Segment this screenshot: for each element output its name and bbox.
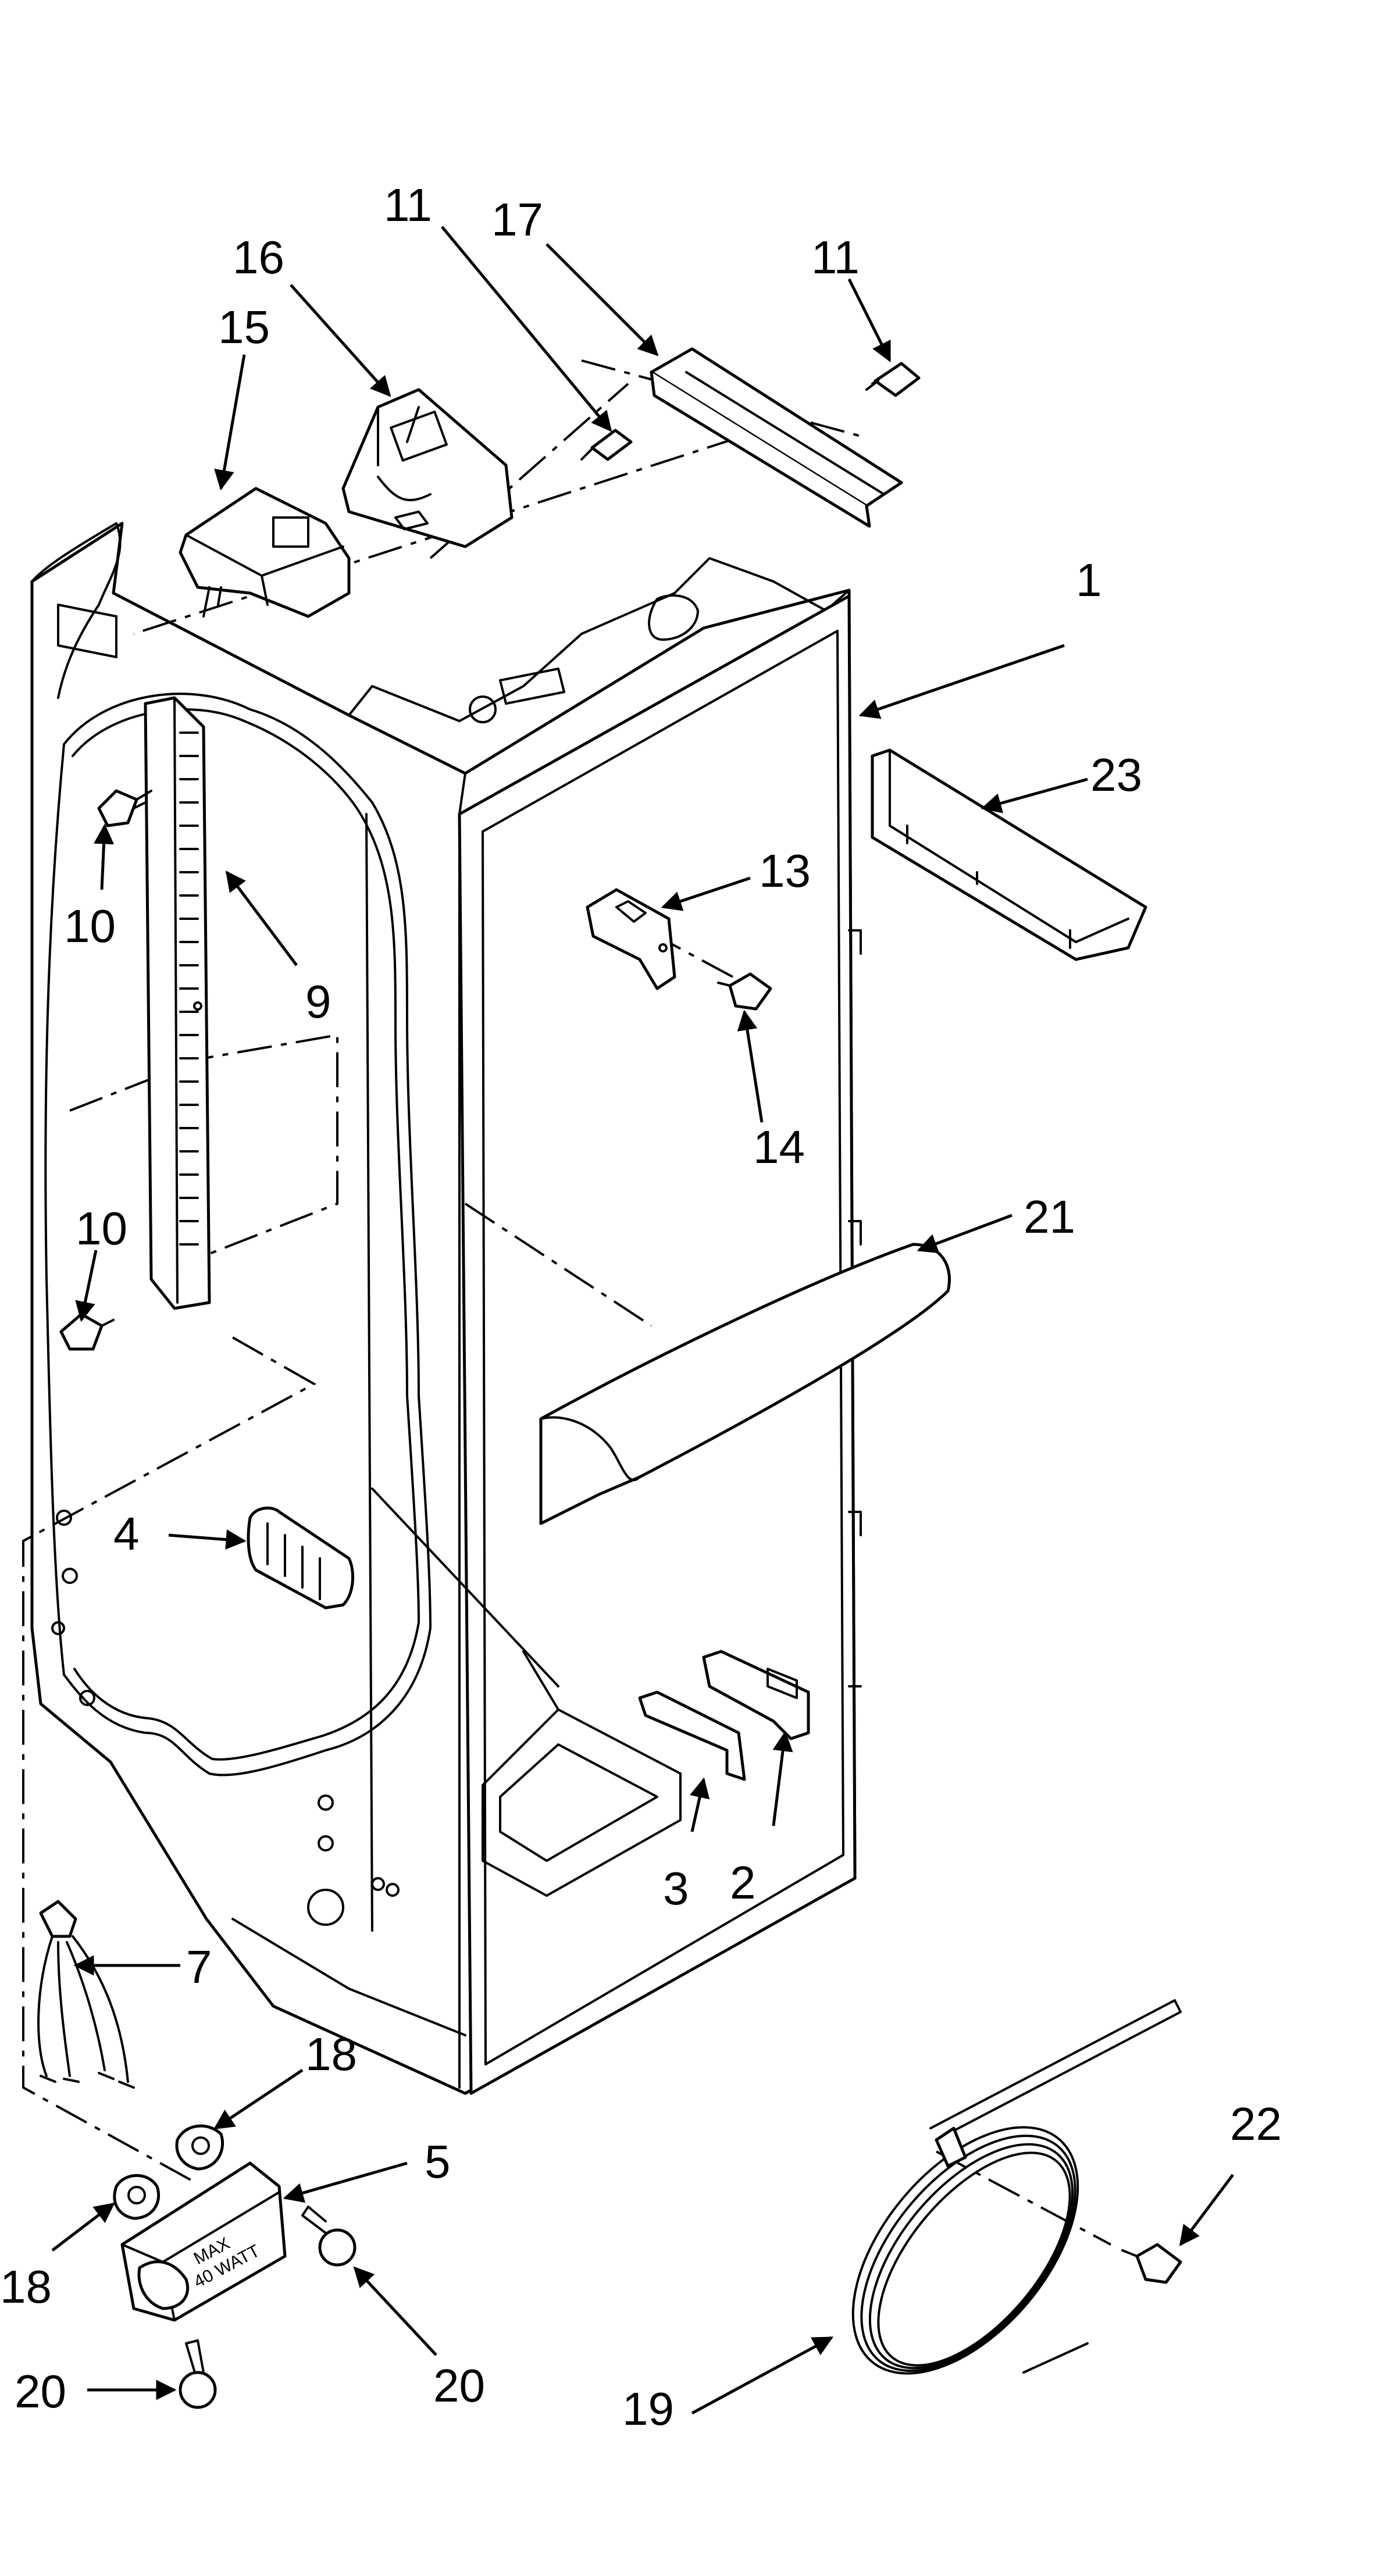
callout-9: 9 xyxy=(305,976,331,1027)
callout-1: 1 xyxy=(1076,554,1102,606)
part-2-bracket xyxy=(702,1650,810,1740)
callout-10-lower: 10 xyxy=(76,1203,127,1254)
callout-4: 4 xyxy=(113,1508,140,1560)
callout-21: 21 xyxy=(1024,1191,1075,1243)
callout-5: 5 xyxy=(425,2136,451,2188)
callout-14: 14 xyxy=(753,1121,805,1173)
screw-11-right xyxy=(865,362,921,397)
screw-22 xyxy=(1121,2243,1182,2284)
part-16-bracket xyxy=(341,388,514,548)
part-4-vent xyxy=(247,1506,355,1610)
screw-10-upper xyxy=(97,789,152,827)
screw-11-left xyxy=(580,429,633,461)
callout-18-upper: 18 xyxy=(305,2028,357,2080)
part-5-lamp-socket: MAX 40 WATT xyxy=(120,2161,287,2322)
part-9-shelf-ladder xyxy=(144,696,211,1310)
callout-3: 3 xyxy=(663,1863,689,1914)
part-7-wire-harness xyxy=(37,1900,135,2089)
screw-14 xyxy=(717,972,772,1011)
part-18-clip-upper xyxy=(175,2124,224,2171)
callout-19: 19 xyxy=(622,2383,674,2435)
callout-16: 16 xyxy=(233,231,284,283)
callout-10-upper: 10 xyxy=(64,900,116,952)
part-15-control-module xyxy=(179,487,351,618)
part-18-clip-lower xyxy=(113,2174,161,2220)
part-17-rail xyxy=(650,347,903,528)
callout-15: 15 xyxy=(218,301,270,353)
part-19-tubing xyxy=(851,1999,1182,2375)
callout-18-lower: 18 xyxy=(0,2261,52,2313)
callout-23: 23 xyxy=(1090,749,1142,801)
callout-13: 13 xyxy=(759,845,811,897)
part-3-bracket xyxy=(638,1690,746,1781)
callout-11-left: 11 xyxy=(384,179,432,231)
callout-20-left: 20 xyxy=(15,2366,66,2417)
leader-lines xyxy=(51,226,1234,2415)
part-20-plug-right xyxy=(301,2206,356,2267)
part-21-cover xyxy=(539,1243,951,1525)
part-23-trim xyxy=(871,748,1147,961)
callout-22: 22 xyxy=(1230,2098,1282,2150)
part-13-bracket xyxy=(586,888,676,990)
callout-20-right: 20 xyxy=(433,2360,485,2411)
callout-11-right: 11 xyxy=(811,231,860,283)
callout-2: 2 xyxy=(730,1857,756,1908)
part-20-plug-left xyxy=(179,2339,217,2409)
callout-7: 7 xyxy=(186,1941,212,1993)
callout-17: 17 xyxy=(491,194,543,245)
callout-labels: 1 2 3 4 5 7 9 10 10 11 11 13 14 15 16 17… xyxy=(0,179,1282,2435)
